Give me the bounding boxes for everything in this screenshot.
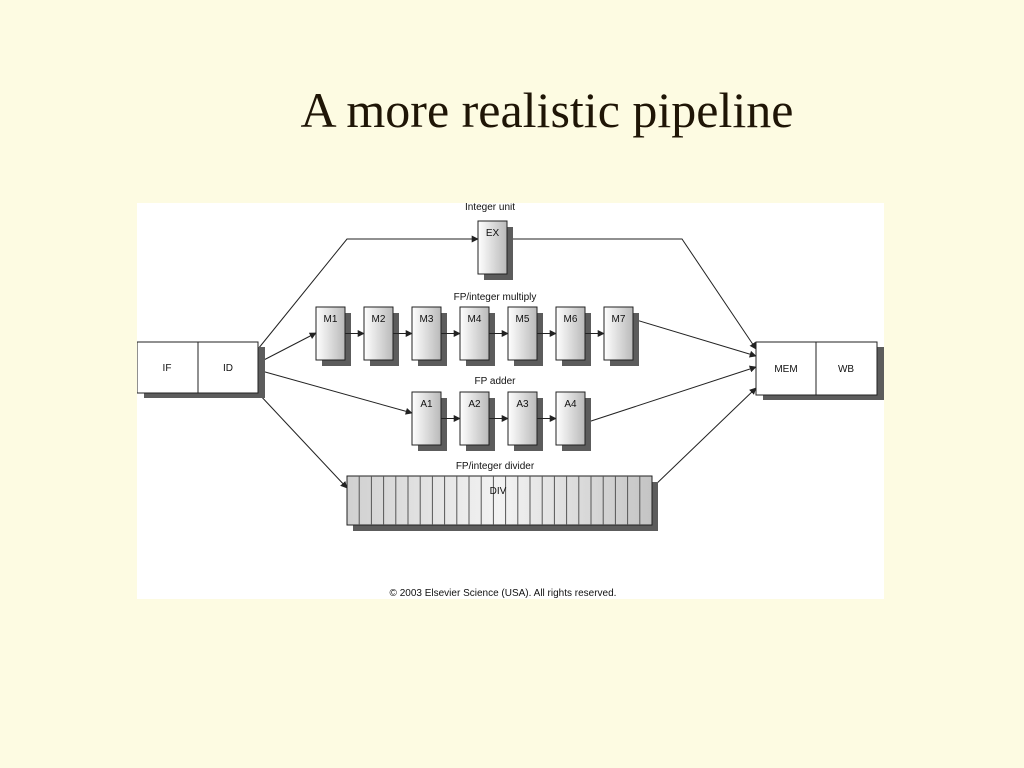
ex-stage-label: EX <box>486 228 500 239</box>
mul-stage-label: M1 <box>324 314 338 325</box>
mul-stage-m6: M6 <box>555 306 591 366</box>
add-stage-label: A1 <box>420 399 433 410</box>
fp-adder-label: FP adder <box>475 376 517 387</box>
ex-stage-ex: EX <box>477 220 513 280</box>
front-end-block: IF ID <box>137 341 265 398</box>
add-stage-a4: A4 <box>555 391 591 451</box>
mul-stage-m4: M4 <box>459 306 495 366</box>
wb-stage-label: WB <box>838 364 854 375</box>
add-stage-a3: A3 <box>507 391 543 451</box>
div-to-mem-line <box>651 387 757 489</box>
mul-stage-label: M4 <box>468 314 482 325</box>
pipeline-diagram: IF ID MEM WB Integer unit FP/integer mul… <box>137 203 884 599</box>
id-stage-label: ID <box>223 363 233 374</box>
mul-stage-box <box>315 306 346 361</box>
connector-lines <box>257 235 757 489</box>
mul-stage-label: M2 <box>372 314 386 325</box>
id-to-m1-line <box>257 332 317 364</box>
add-stage-label: A3 <box>516 399 529 410</box>
mul-stage-m5: M5 <box>507 306 543 366</box>
mul-stage-box <box>363 306 394 361</box>
mul-stage-box <box>507 306 538 361</box>
m7-to-mem-line <box>632 318 757 358</box>
mul-stage-m7: M7 <box>603 306 639 366</box>
mul-stage-label: M3 <box>420 314 434 325</box>
fp-multiply-label: FP/integer multiply <box>454 292 537 303</box>
slide-title: A more realistic pipeline <box>300 82 794 138</box>
add-stage-a1: A1 <box>411 391 447 451</box>
mul-stage-box <box>555 306 586 361</box>
copyright-text: © 2003 Elsevier Science (USA). All right… <box>390 588 617 599</box>
mem-stage-label: MEM <box>774 364 797 375</box>
add-stage-box <box>459 391 490 446</box>
mul-stage-m2: M2 <box>363 306 399 366</box>
fp-multiply-stages: M1 M2 M3 M4 M5 M6 M7 <box>315 306 639 366</box>
id-to-a1-line <box>257 369 413 415</box>
if-stage-label: IF <box>163 363 172 374</box>
mul-stage-m1: M1 <box>315 306 351 366</box>
add-stage-label: A4 <box>564 399 577 410</box>
fp-divider-stage: DIV <box>346 475 658 531</box>
mul-stage-label: M7 <box>612 314 626 325</box>
mul-stage-label: M5 <box>516 314 530 325</box>
integer-unit-label: Integer unit <box>465 203 515 213</box>
mul-stage-box <box>603 306 634 361</box>
mul-stage-m3: M3 <box>411 306 447 366</box>
fp-adder-stages: A1 A2 A3 A4 <box>411 391 591 451</box>
divider-segments <box>358 476 641 525</box>
add-stage-box <box>555 391 586 446</box>
mul-stage-box <box>411 306 442 361</box>
ex-to-mem-line <box>507 238 757 350</box>
add-stage-a2: A2 <box>459 391 495 451</box>
back-end-block: MEM WB <box>755 341 884 400</box>
fp-divider-label: FP/integer divider <box>456 461 535 472</box>
id-to-div-line <box>257 392 348 489</box>
add-stage-box <box>507 391 538 446</box>
integer-unit-stages: EX <box>477 220 513 280</box>
ex-stage-box <box>477 220 508 275</box>
mul-stage-label: M6 <box>564 314 578 325</box>
id-to-ex-line <box>257 235 479 350</box>
div-stage-label: DIV <box>490 486 507 497</box>
a4-to-mem-line <box>584 365 757 424</box>
divider-box <box>346 475 653 526</box>
add-stage-label: A2 <box>468 399 481 410</box>
